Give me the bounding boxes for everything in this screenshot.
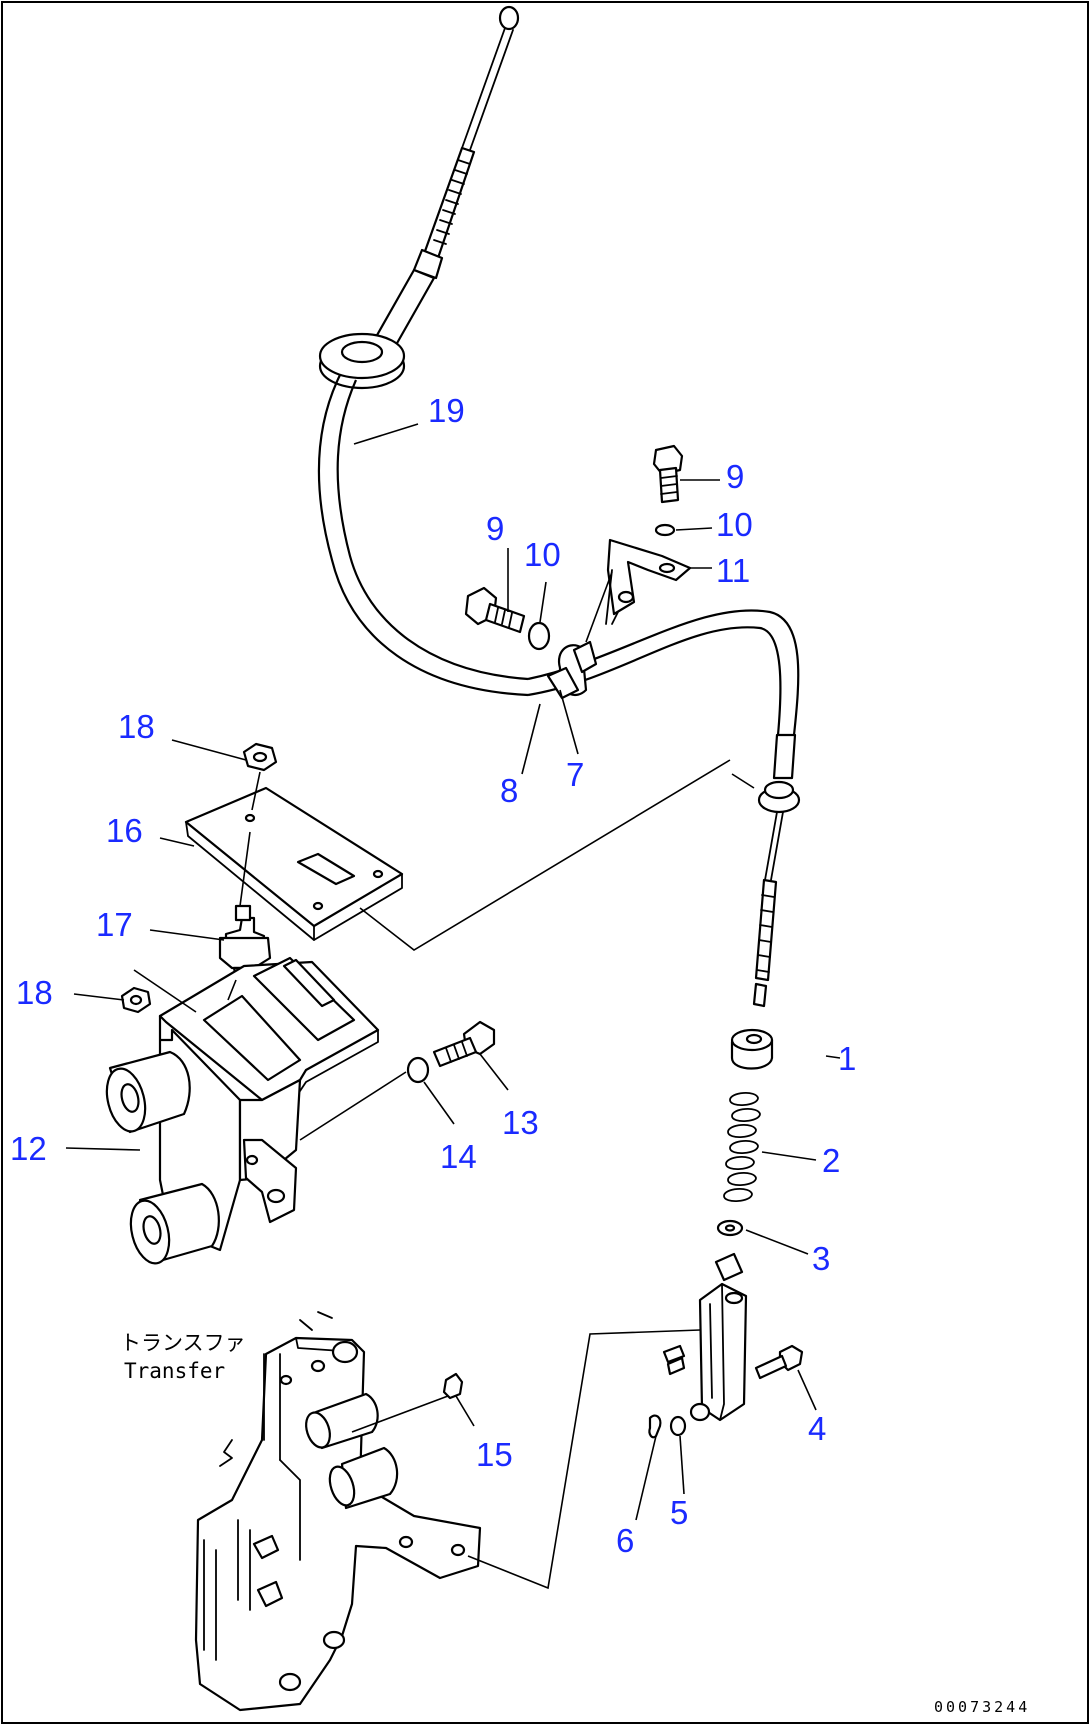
bolt-9-right	[652, 444, 684, 504]
drawing-code: 00073244	[934, 1698, 1030, 1716]
bolt-13	[432, 1020, 496, 1068]
cable-end-eye	[498, 5, 520, 31]
callout-7: 7	[566, 756, 584, 793]
bolt-4	[754, 1344, 804, 1380]
washer-5	[669, 1415, 687, 1437]
callout-18-left: 18	[16, 974, 53, 1011]
transfer-unit	[194, 1311, 482, 1712]
lever-assembly	[662, 1252, 748, 1422]
callout-4: 4	[808, 1410, 826, 1447]
spring-2	[723, 1092, 761, 1202]
callout-6: 6	[616, 1522, 634, 1559]
housing-12	[105, 956, 380, 1265]
callout-3: 3	[812, 1240, 830, 1277]
washer-14	[406, 1056, 430, 1084]
callout-8: 8	[500, 772, 518, 809]
callout-10-left: 10	[524, 536, 561, 573]
callout-10-right: 10	[716, 506, 753, 543]
cable-threaded-end	[370, 146, 476, 354]
bracket-11	[605, 538, 692, 625]
cable-grommet	[318, 332, 406, 390]
cable-clamp	[546, 640, 598, 700]
nut-1	[730, 1028, 774, 1070]
pin-6	[648, 1414, 662, 1439]
callout-14: 14	[440, 1138, 477, 1175]
note-japanese: トランスファ	[120, 1331, 246, 1355]
cable-lower-ferrule	[772, 733, 797, 780]
nut-18-left	[120, 986, 152, 1014]
cable-lower-threaded-end	[752, 878, 778, 1008]
callout-9-left: 9	[486, 510, 504, 547]
callout-9-right: 9	[726, 458, 744, 495]
callout-1: 1	[838, 1040, 856, 1077]
note-english: Transfer	[124, 1359, 225, 1383]
callout-5: 5	[670, 1494, 688, 1531]
callout-17: 17	[96, 906, 133, 943]
nut-18-top	[242, 742, 278, 772]
cable-assembly	[317, 5, 801, 1008]
transfer-note: トランスファ Transfer	[120, 1331, 246, 1383]
callout-2: 2	[822, 1142, 840, 1179]
callout-13: 13	[502, 1104, 539, 1141]
callout-16: 16	[106, 812, 143, 849]
callout-12: 12	[10, 1130, 47, 1167]
callout-18-top: 18	[118, 708, 155, 745]
bolt-15	[442, 1372, 464, 1400]
washer-10-left	[527, 621, 551, 651]
callout-15: 15	[476, 1436, 513, 1473]
callout-11: 11	[716, 552, 750, 589]
callout-leaders	[65, 423, 841, 1521]
cover-plate-16	[184, 786, 404, 941]
callout-19: 19	[428, 392, 465, 429]
bolt-9-left	[464, 586, 526, 634]
callout-labels: 1 2 3 4 5 6 7 8 9 9 10 10 11 12 13 14 15…	[10, 392, 856, 1559]
washer-10-right	[654, 523, 676, 537]
assembly-lines	[133, 571, 755, 1590]
